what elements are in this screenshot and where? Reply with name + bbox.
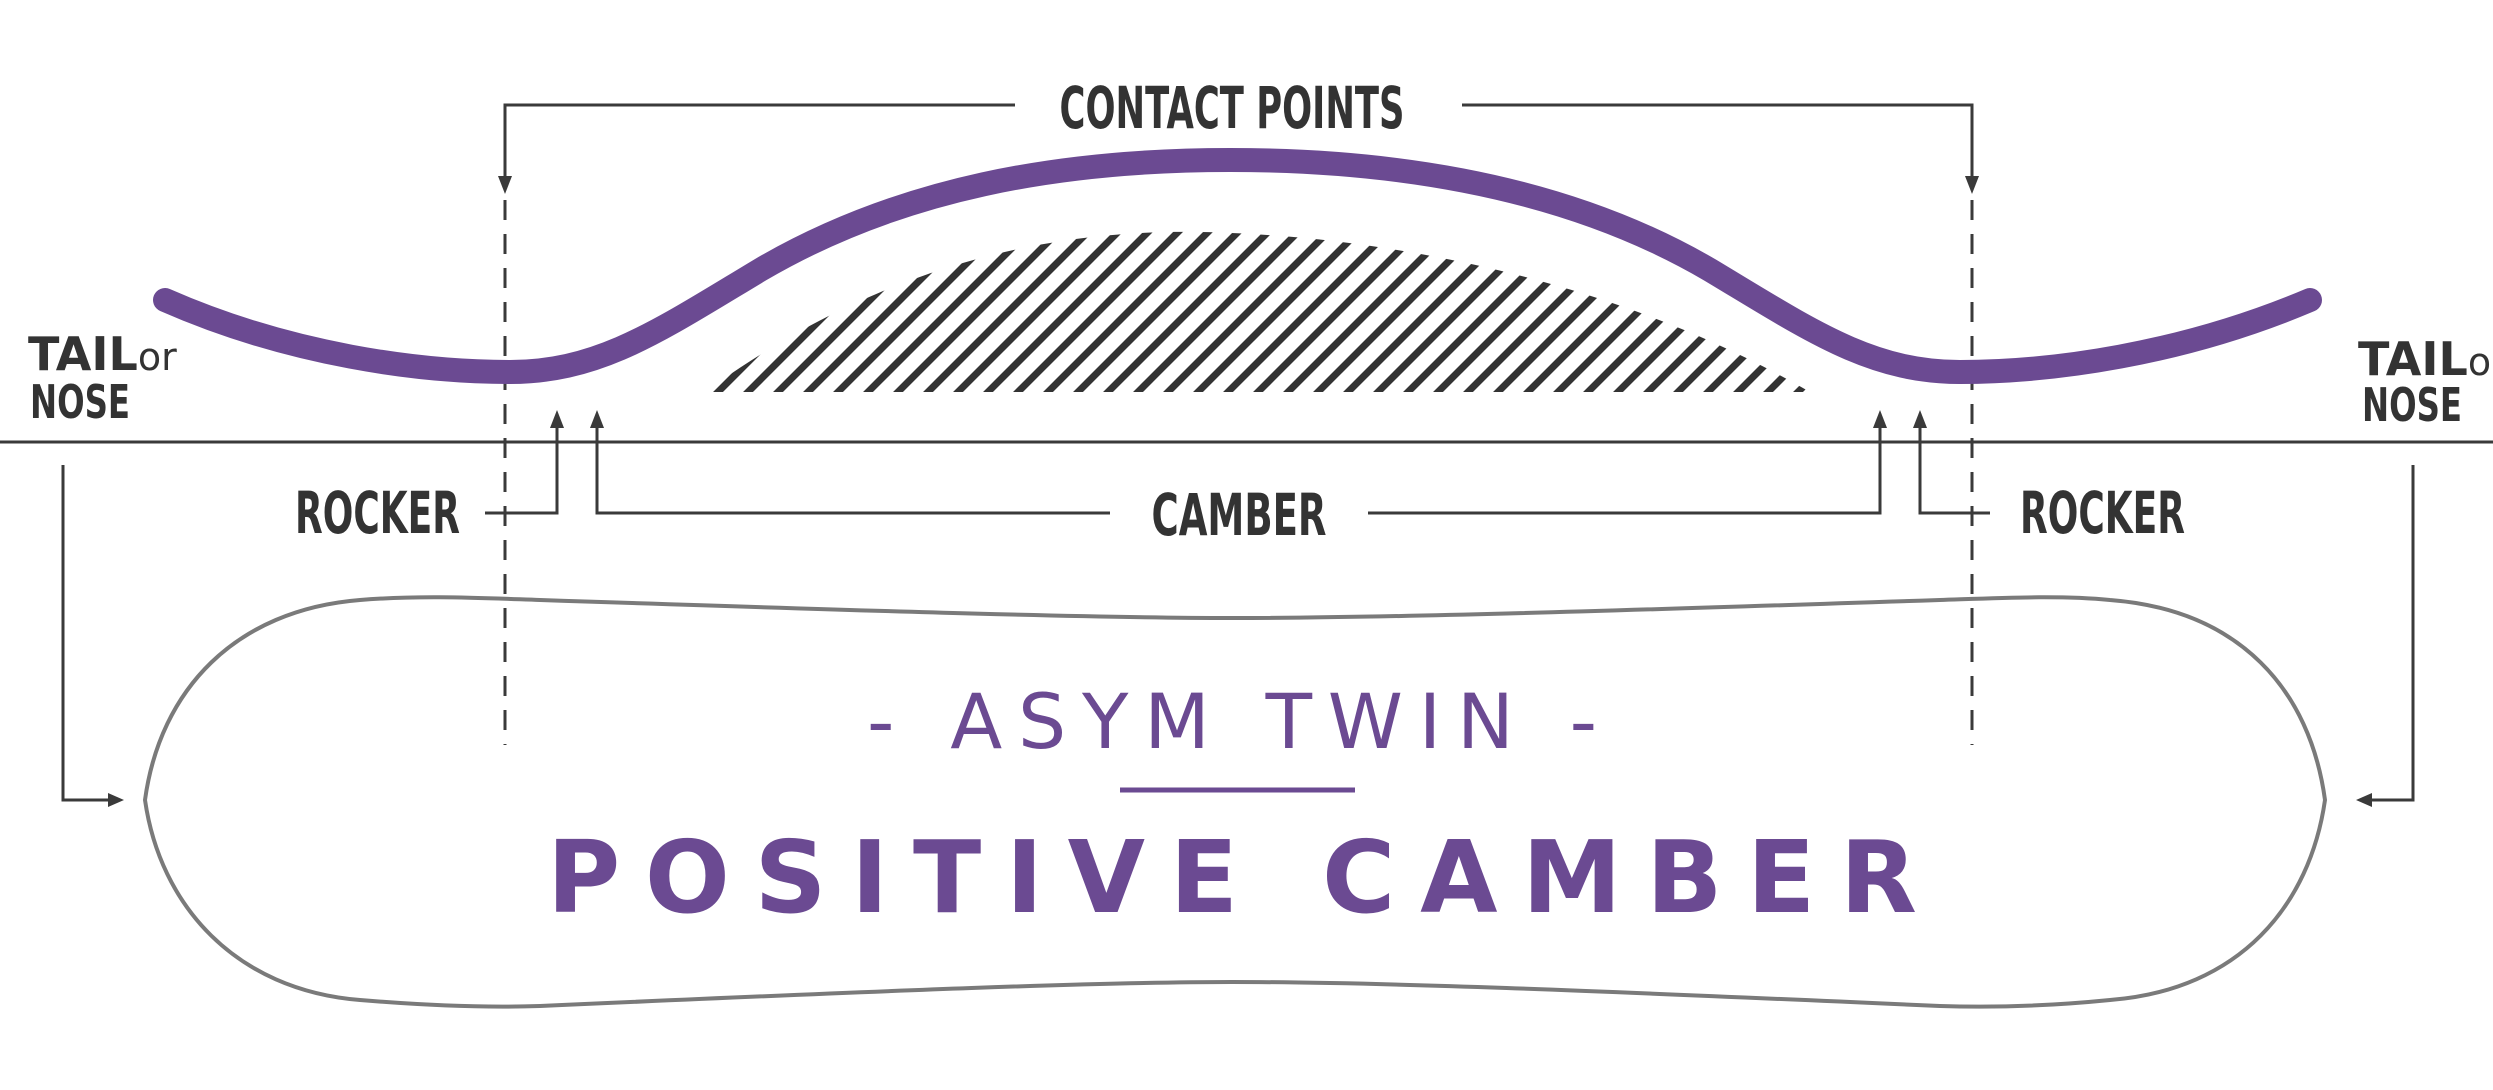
hatch-line xyxy=(1337,231,1533,392)
end-label-right: TAILor NOSE xyxy=(2358,332,2493,432)
end-right-or: or xyxy=(2468,340,2493,384)
end-left-tail: TAIL xyxy=(28,327,138,381)
board-profile-name: POSITIVE CAMBER xyxy=(547,819,1917,936)
end-arrow-left-head xyxy=(108,793,124,807)
rocker-left-label: ROCKER xyxy=(295,479,460,547)
camber-hatch xyxy=(705,231,1810,392)
camber-label: CAMBER xyxy=(1152,481,1327,549)
hatch-line xyxy=(827,231,1023,392)
camber-connector-right xyxy=(1368,425,1882,515)
hatch-line xyxy=(1187,231,1383,392)
end-left-or: or xyxy=(138,335,177,379)
hatch-line xyxy=(1367,231,1563,392)
hatch-line xyxy=(1157,231,1353,392)
end-right-tail: TAIL xyxy=(2358,332,2468,386)
end-arrow-right xyxy=(2370,465,2415,802)
hatch-line xyxy=(1277,231,1473,392)
board-profile-curve xyxy=(153,147,2322,385)
end-right-nose: NOSE xyxy=(2362,378,2462,432)
board-shape-name: - ASYM TWIN - xyxy=(867,677,1597,766)
contact-bracket-left xyxy=(503,103,1015,178)
contact-arrow-left xyxy=(498,176,512,194)
contact-bracket-right xyxy=(1462,103,1974,178)
hatch-line xyxy=(1097,231,1293,392)
hatch-line xyxy=(1517,231,1713,392)
rocker-right-label: ROCKER xyxy=(2020,479,2185,547)
hatch-line xyxy=(887,231,1083,392)
hatch-line xyxy=(1217,231,1413,392)
contact-arrow-right xyxy=(1965,176,1979,194)
hatch-line xyxy=(977,231,1173,392)
rocker-left-connector xyxy=(485,425,559,515)
hatch-line xyxy=(1427,231,1623,392)
hatch-line xyxy=(857,231,1053,392)
hatch-line xyxy=(917,231,1113,392)
svg-text:TAILor: TAILor xyxy=(28,327,177,381)
contact-points-label: CONTACT POINTS xyxy=(1060,74,1405,142)
rocker-left-arrow xyxy=(550,410,564,428)
hatch-line xyxy=(1067,231,1263,392)
board-outline xyxy=(142,595,2328,1009)
rocker-right-connector xyxy=(1918,425,1990,515)
end-left-nose: NOSE xyxy=(30,375,130,429)
contact-points-bracket xyxy=(498,103,1979,194)
end-label-left: TAILor NOSE xyxy=(28,327,177,429)
hatch-line xyxy=(1727,231,1810,392)
hatch-line xyxy=(1247,231,1443,392)
end-arrow-left xyxy=(61,465,110,802)
camber-arrow-left xyxy=(590,410,604,428)
camber-connector-left xyxy=(595,425,1110,515)
hatch-line xyxy=(1007,231,1203,392)
rocker-right-arrow xyxy=(1913,410,1927,428)
hatch-line xyxy=(1037,231,1233,392)
svg-text:TAILor: TAILor xyxy=(2358,332,2493,386)
hatch-line xyxy=(1307,231,1503,392)
hatch-line xyxy=(1127,231,1323,392)
hatch-line xyxy=(1697,231,1810,392)
hatch-line xyxy=(947,231,1143,392)
hatch-line xyxy=(1397,231,1593,392)
end-arrow-right-head xyxy=(2356,793,2372,807)
camber-arrow-right xyxy=(1873,410,1887,428)
